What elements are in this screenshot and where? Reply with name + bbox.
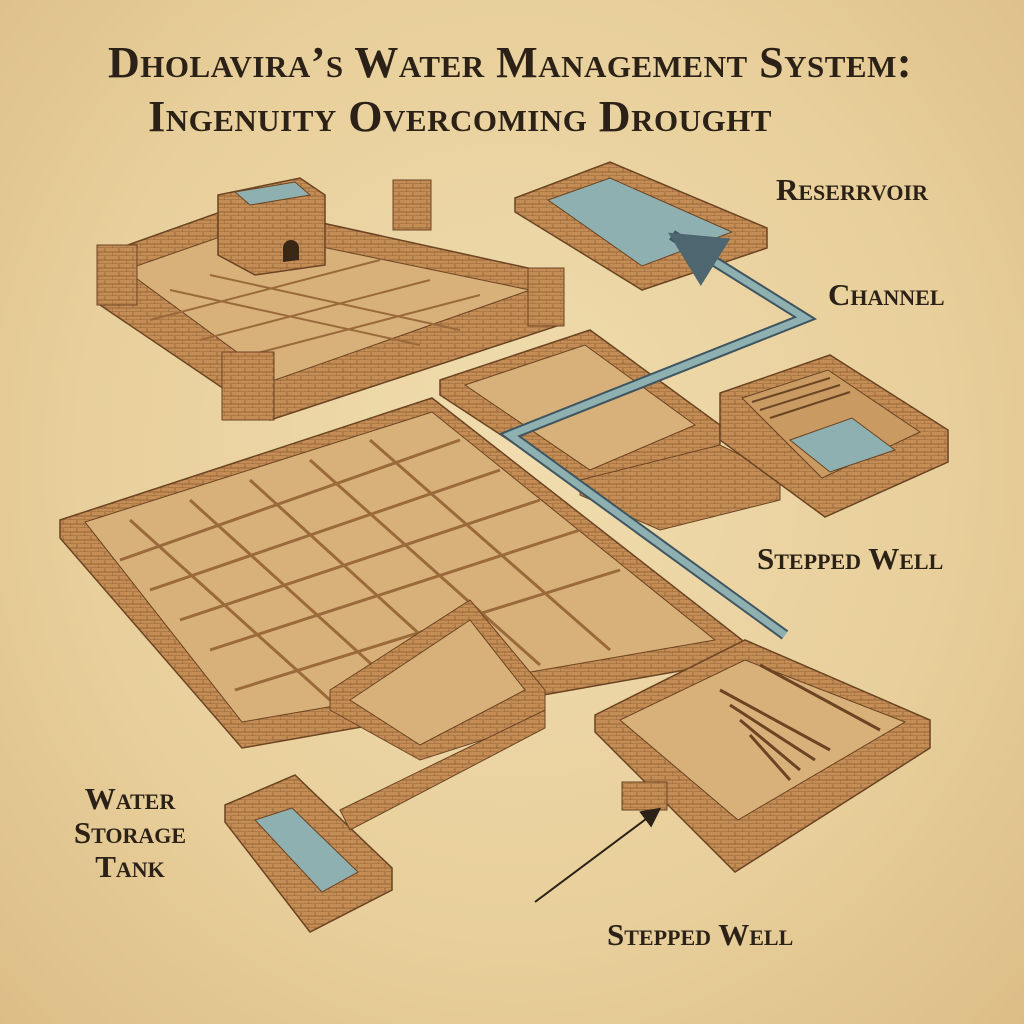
citadel <box>96 177 565 421</box>
stepped-well-lower <box>594 639 931 873</box>
label-tank-line-1: Water <box>84 781 176 816</box>
lower-town <box>59 397 743 761</box>
title-line-1: Dholavira’s Water Management System: <box>107 38 913 87</box>
water-storage-tank <box>224 709 546 933</box>
stepped-well-upper <box>719 354 949 518</box>
label-stepped-well-lower: Stepped Well <box>607 917 794 952</box>
label-water-storage-tank: Water Storage Tank <box>30 782 230 884</box>
title-line-2: Ingenuity Overcoming Drought <box>148 92 772 141</box>
stepped-well-pointer-arrow <box>534 807 662 903</box>
label-channel: Channel <box>828 277 945 312</box>
label-stepped-well-upper: Stepped Well <box>757 541 944 576</box>
label-tank-line-2: Storage <box>73 815 187 850</box>
label-reservoir: Reserrvoir <box>776 172 928 207</box>
label-tank-line-3: Tank <box>95 849 165 884</box>
